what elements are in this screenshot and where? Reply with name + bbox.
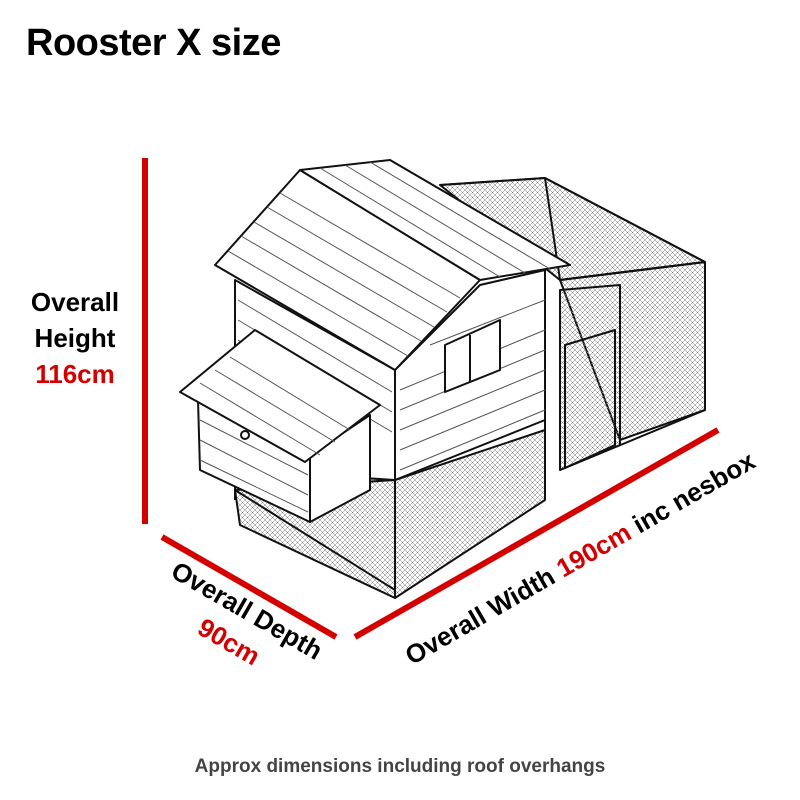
coop-window <box>444 319 501 393</box>
run-frame <box>439 177 706 410</box>
run-door <box>564 329 616 469</box>
depth-dimension-line <box>160 534 338 640</box>
width-dimension-line <box>353 427 720 640</box>
coop-roof-right <box>299 159 571 281</box>
page-title: Rooster X size <box>26 22 281 64</box>
nestbox-latch <box>240 430 250 440</box>
height-value: 116cm <box>35 359 115 389</box>
height-label-line2: Height <box>34 323 116 353</box>
nestbox-lid <box>179 329 381 463</box>
coop-illustration <box>179 159 706 599</box>
height-label: Overall Height 116cm <box>20 284 130 392</box>
footer-note: Approx dimensions including roof overhan… <box>194 756 606 777</box>
height-label-line1: Overall <box>30 287 120 317</box>
